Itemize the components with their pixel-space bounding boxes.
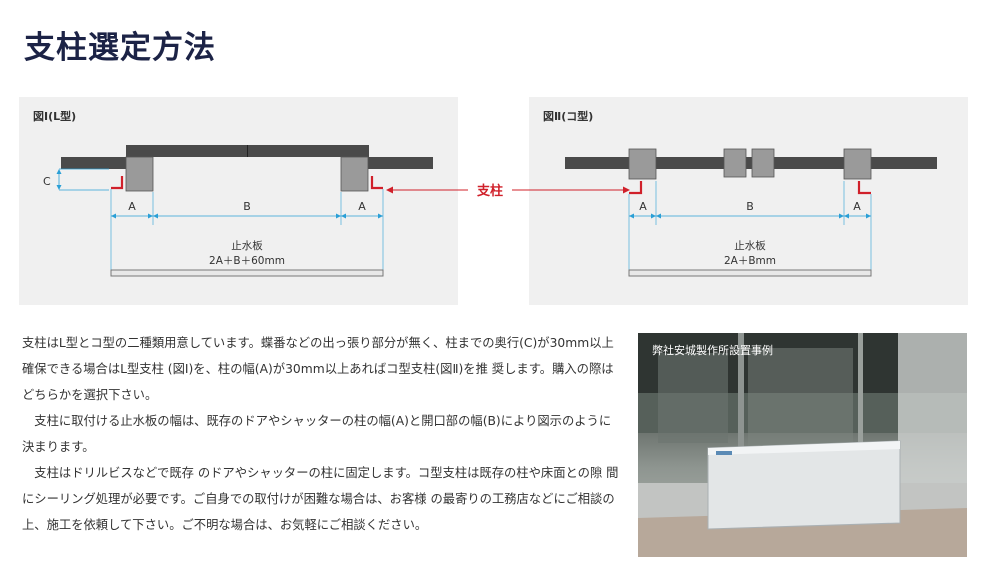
installation-photo: 弊社安城製作所設置事例: [638, 333, 967, 557]
board-label: 止水板: [734, 239, 766, 252]
board-formula: 2A＋Bmm: [724, 255, 776, 267]
center-joint-right: [751, 148, 775, 178]
l-bracket-left: [111, 176, 124, 190]
wall-line: [565, 157, 937, 169]
dim-b-label: B: [243, 200, 251, 213]
page-title: 支柱選定方法: [24, 30, 216, 66]
description-paragraph-2: 支柱に取付ける止水板の幅は、既存のドアやシャッターの柱の幅(A)と開口部の幅(B…: [22, 414, 612, 454]
door-leaf-left: [126, 145, 247, 157]
photo-caption: 弊社安城製作所設置事例: [652, 344, 773, 357]
door-leaf-right: [248, 145, 369, 157]
water-barrier-board: [628, 269, 872, 277]
dim-a-right-label: A: [358, 200, 366, 213]
wall-right: [367, 157, 433, 169]
description-paragraph-3: 支柱はドリルビスなどで既存 のドアやシャッターの柱に固定します。コ型支柱は既存の…: [22, 466, 619, 532]
dim-a-left-label: A: [128, 200, 136, 213]
board-label: 止水板: [231, 239, 263, 252]
dim-c-label: C: [43, 175, 51, 188]
pillar-callout: 支柱: [386, 183, 630, 199]
figure-c-type-diagram: A B A 止水板 2A＋Bmm: [565, 148, 937, 277]
dim-a-right-label: A: [853, 200, 861, 213]
l-bracket-right: [370, 176, 383, 190]
water-barrier-board: [110, 269, 384, 277]
description-paragraph-1: 支柱はL型とコ型の二種類用意しています。蝶番などの出っ張り部分が無く、柱までの奥…: [22, 336, 614, 402]
figure-l-type-panel: 図Ⅰ(L型) C A B A: [19, 97, 458, 305]
pillar-left: [628, 148, 657, 180]
figure-c-type-panel: 図Ⅱ(コ型) A B A 止水板 2A＋Bmm: [529, 97, 968, 305]
pillar-callout-label: 支柱: [476, 183, 503, 199]
pillar-right: [843, 148, 872, 180]
figure-c-type-label: 図Ⅱ(コ型): [543, 110, 594, 123]
figure-l-type-diagram: C A B A 止水板 2A＋B＋60mm: [43, 145, 433, 277]
dim-a-left-label: A: [639, 200, 647, 213]
pillar-left: [125, 156, 154, 192]
c-bracket-right: [857, 181, 871, 195]
dim-b-label: B: [746, 200, 754, 213]
figure-l-type-label: 図Ⅰ(L型): [33, 110, 77, 123]
installation-photo-illustration: [638, 333, 967, 557]
board-formula: 2A＋B＋60mm: [209, 255, 285, 267]
center-joint-left: [723, 148, 747, 178]
description-text: 支柱はL型とコ型の二種類用意しています。蝶番などの出っ張り部分が無く、柱までの奥…: [22, 330, 622, 538]
c-bracket-left: [629, 181, 643, 195]
pillar-right: [340, 156, 369, 192]
wall-left: [61, 157, 127, 169]
